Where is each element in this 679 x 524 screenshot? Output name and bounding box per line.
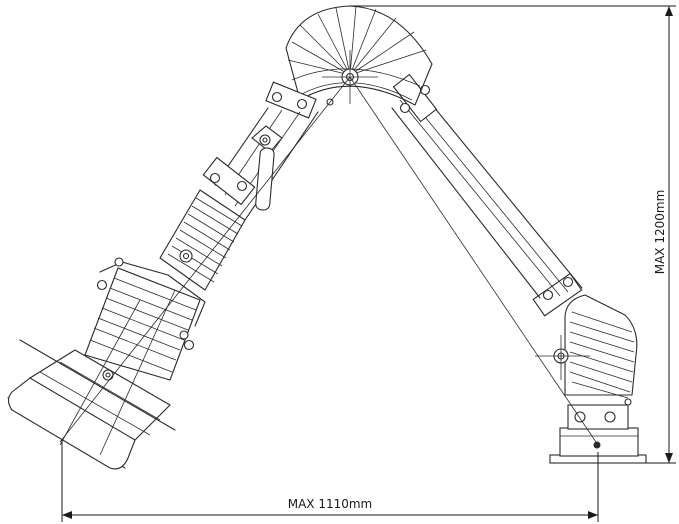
upper-left-arm xyxy=(214,107,319,221)
lower-hood xyxy=(84,257,206,381)
width-dimension xyxy=(61,440,599,522)
height-dimension xyxy=(350,5,676,464)
upper-right-arm xyxy=(391,73,583,299)
top-elbow xyxy=(265,5,433,119)
height-dimension-label: MAX 1200mm xyxy=(653,190,667,275)
suction-disc xyxy=(7,289,176,470)
lower-elbow xyxy=(532,272,638,399)
mid-joint xyxy=(159,156,256,291)
width-dimension-label: MAX 1110mm xyxy=(288,497,373,511)
centerlines xyxy=(59,76,599,446)
